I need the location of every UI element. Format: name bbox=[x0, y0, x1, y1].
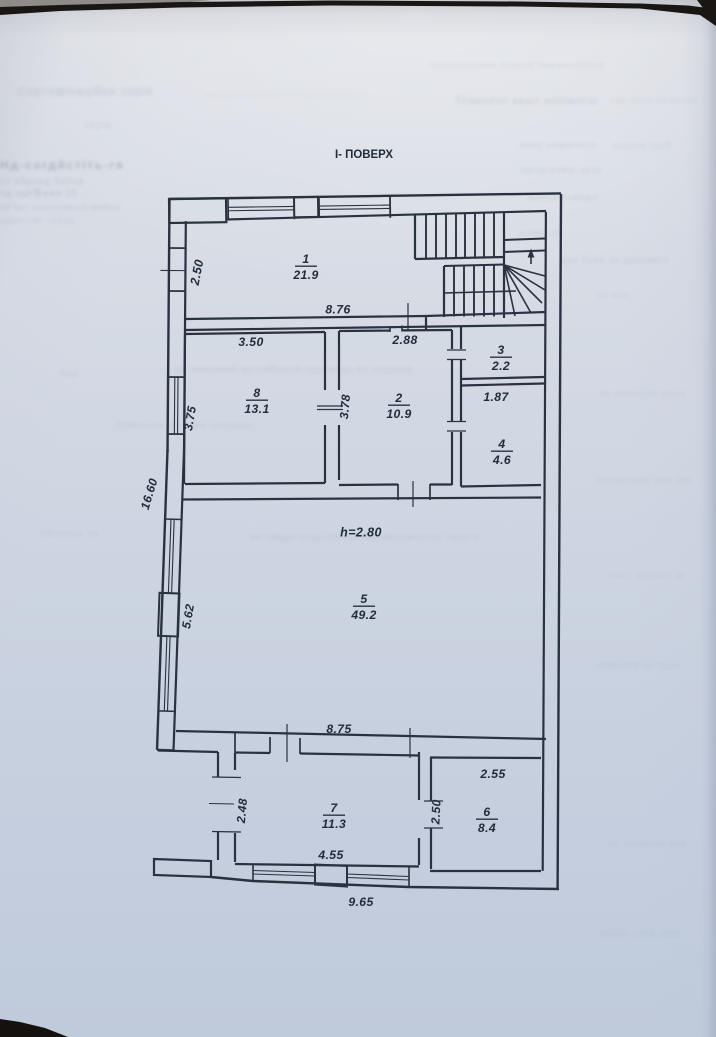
svg-text:3.78: 3.78 bbox=[337, 394, 353, 420]
svg-text:1.87: 1.87 bbox=[483, 390, 509, 404]
svg-text:8.76: 8.76 bbox=[325, 303, 350, 317]
svg-text:11.3: 11.3 bbox=[322, 817, 346, 831]
svg-text:2: 2 bbox=[394, 391, 402, 405]
svg-text:3.50: 3.50 bbox=[238, 335, 263, 349]
svg-text:16.60: 16.60 bbox=[138, 476, 161, 511]
svg-text:8.75: 8.75 bbox=[326, 722, 351, 736]
svg-text:4: 4 bbox=[497, 437, 505, 451]
svg-text:2.2: 2.2 bbox=[491, 359, 510, 373]
svg-text:2.55: 2.55 bbox=[479, 767, 505, 781]
svg-text:4.6: 4.6 bbox=[492, 453, 511, 467]
svg-text:49.2: 49.2 bbox=[350, 608, 376, 622]
svg-text:4.55: 4.55 bbox=[317, 848, 343, 862]
svg-text:5: 5 bbox=[360, 592, 367, 606]
svg-text:10.9: 10.9 bbox=[386, 407, 411, 421]
svg-text:8: 8 bbox=[253, 386, 260, 400]
svg-text:21.9: 21.9 bbox=[292, 268, 318, 282]
svg-text:9.65: 9.65 bbox=[348, 895, 373, 909]
svg-text:5.62: 5.62 bbox=[179, 603, 197, 630]
svg-text:2.50: 2.50 bbox=[428, 799, 443, 826]
svg-text:2.48: 2.48 bbox=[234, 798, 250, 825]
svg-text:13.1: 13.1 bbox=[244, 402, 269, 416]
svg-text:1: 1 bbox=[302, 252, 309, 266]
svg-text:7: 7 bbox=[330, 801, 338, 815]
svg-text:8.4: 8.4 bbox=[478, 821, 496, 835]
svg-text:3.75: 3.75 bbox=[181, 405, 199, 432]
svg-text:2.88: 2.88 bbox=[391, 333, 417, 347]
svg-text:6: 6 bbox=[483, 805, 490, 819]
svg-text:h=2.80: h=2.80 bbox=[340, 526, 382, 540]
svg-text:2.50: 2.50 bbox=[188, 258, 207, 287]
svg-text:І- ПОВЕРХ: І- ПОВЕРХ bbox=[335, 149, 393, 161]
svg-text:3: 3 bbox=[497, 343, 504, 357]
